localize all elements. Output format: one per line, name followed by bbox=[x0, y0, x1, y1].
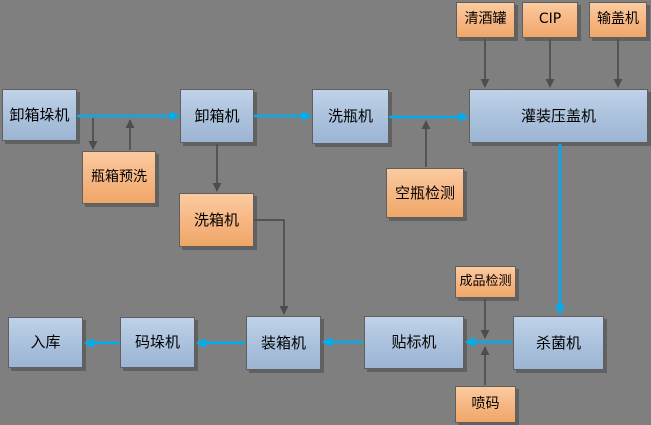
node-label: 空瓶检测 bbox=[394, 183, 455, 202]
node-empty-bottle-inspector: 空瓶检测 bbox=[386, 168, 464, 218]
node-filler-capper: 灌装压盖机 bbox=[469, 89, 648, 143]
node-label: CIP bbox=[538, 11, 562, 28]
node-bright-beer-tank: 清酒罐 bbox=[456, 2, 515, 38]
node-label: 喷码 bbox=[471, 395, 500, 412]
node-cap-feeder: 输盖机 bbox=[589, 2, 647, 38]
node-inkjet-coder: 喷码 bbox=[455, 386, 516, 423]
node-label: 洗瓶机 bbox=[327, 107, 373, 126]
node-label: 装箱机 bbox=[260, 333, 306, 352]
node-finished-product-inspector: 成品检测 bbox=[455, 266, 516, 298]
node-label: 杀菌机 bbox=[535, 333, 581, 352]
node-label: 瓶箱预洗 bbox=[91, 168, 147, 185]
node-label: 成品检测 bbox=[459, 273, 512, 289]
node-bottle-washer: 洗瓶机 bbox=[312, 89, 389, 144]
node-label: 入库 bbox=[30, 333, 61, 352]
node-crate-depalletizer: 卸箱垛机 bbox=[2, 89, 77, 141]
node-label: 贴标机 bbox=[391, 333, 437, 352]
node-label: 卸箱垛机 bbox=[9, 105, 70, 124]
node-decrater: 卸箱机 bbox=[180, 89, 254, 143]
node-bottle-crate-prewash: 瓶箱预洗 bbox=[82, 151, 156, 204]
aux-crate-washer-to-case-packer bbox=[254, 219, 289, 315]
node-label: 清酒罐 bbox=[464, 11, 507, 28]
node-label: 卸箱机 bbox=[194, 106, 240, 125]
node-case-packer: 装箱机 bbox=[246, 316, 321, 370]
node-label: 灌装压盖机 bbox=[520, 106, 596, 125]
node-labeler: 贴标机 bbox=[364, 316, 464, 369]
node-cip: CIP bbox=[522, 2, 578, 38]
node-label: 洗箱机 bbox=[193, 210, 239, 229]
node-label: 码垛机 bbox=[134, 333, 180, 352]
node-crate-washer: 洗箱机 bbox=[179, 193, 254, 247]
node-palletizer: 码垛机 bbox=[120, 317, 195, 368]
node-warehouse: 入库 bbox=[8, 317, 83, 368]
node-label: 输盖机 bbox=[597, 11, 639, 28]
node-pasteurizer: 杀菌机 bbox=[513, 316, 604, 370]
